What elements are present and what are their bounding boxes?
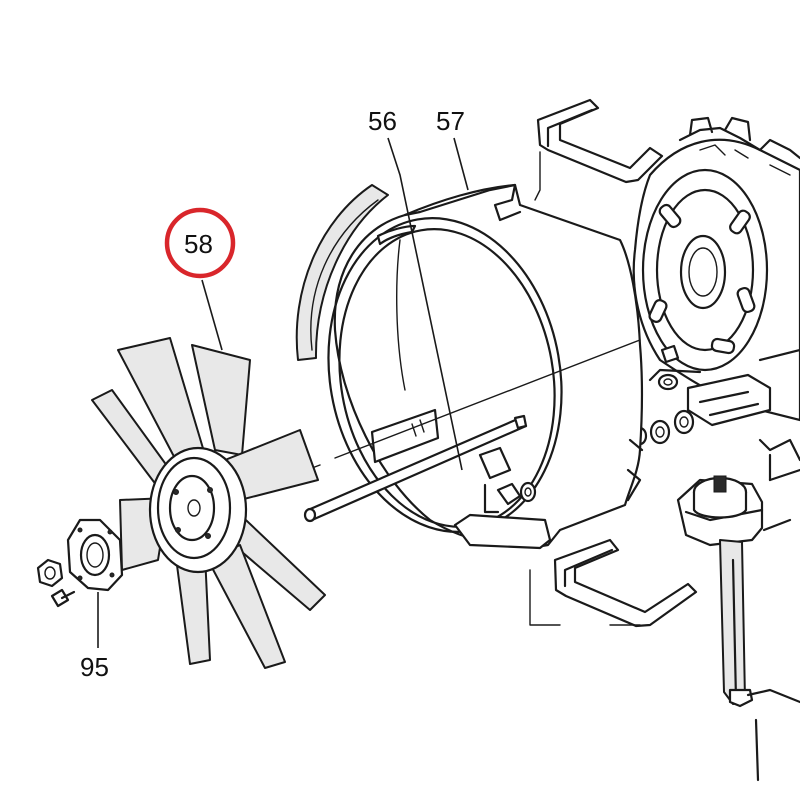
callout-58: 58 <box>184 229 213 259</box>
shroud-seal-strip <box>295 184 417 361</box>
hub-flange-assembly <box>36 518 124 608</box>
cooling-fan <box>91 337 326 669</box>
fan-shroud <box>327 183 644 550</box>
highlight-ring <box>164 207 236 279</box>
engine-block <box>632 116 800 446</box>
engine-mount <box>676 438 800 782</box>
shroud-bolts <box>483 481 537 514</box>
callout-57: 57 <box>436 106 465 136</box>
lower-u-bracket <box>529 538 698 628</box>
nut <box>36 558 64 588</box>
callout-56: 56 <box>368 106 397 136</box>
bolt <box>50 588 70 608</box>
callout-95: 95 <box>80 652 109 682</box>
leader-lines <box>97 137 469 648</box>
callouts: 56 57 58 95 <box>80 106 465 682</box>
upper-u-bracket <box>534 98 664 201</box>
